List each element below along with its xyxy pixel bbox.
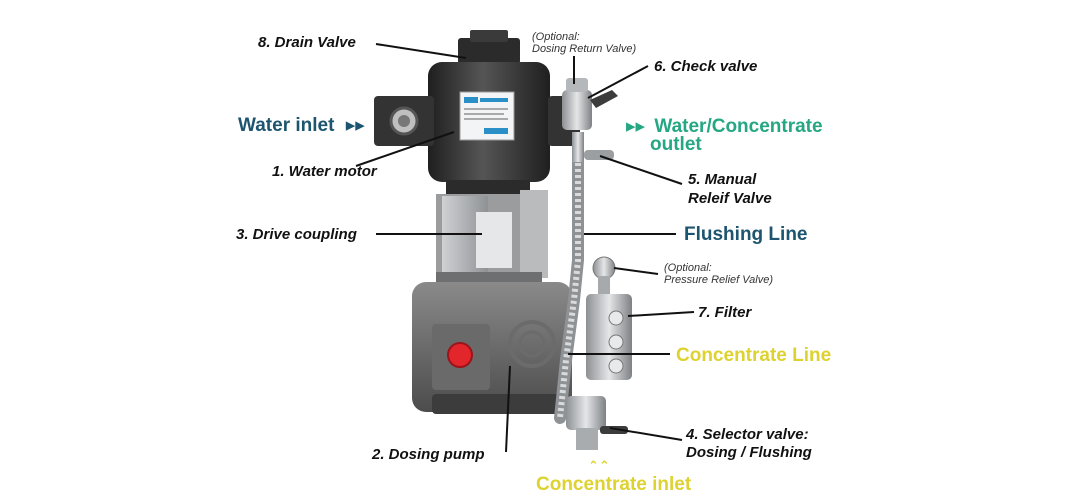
check-valve-label: 6. Check valve [654, 58, 757, 75]
double-arrow-right-icon: ▸▸ [626, 116, 645, 137]
drain-valve-label: 8. Drain Valve [258, 34, 356, 51]
manual-relief-label-1: 5. Manual [688, 171, 756, 188]
selector-valve-label-2: Dosing / Flushing [686, 444, 812, 461]
dosing-pump-label: 2. Dosing pump [372, 446, 485, 463]
pressure-relief-note-2: Pressure Relief Valve) [664, 274, 773, 286]
water-inlet-label: Water inlet ▸▸ [238, 114, 369, 137]
flushing-line-label: Flushing Line [684, 224, 808, 246]
pressure-relief-note-1: (Optional: [664, 262, 712, 274]
filter-block-icon [586, 294, 632, 380]
dosing-return-note-1: (Optional: [532, 31, 580, 43]
drive-coupling-label: 3. Drive coupling [236, 226, 357, 243]
pressure-relief-valve-icon [593, 257, 615, 294]
water-motor-label: 1. Water motor [272, 163, 377, 180]
check-valve-icon [562, 78, 618, 162]
outlet-label-2: outlet [650, 134, 702, 156]
selector-valve-icon [566, 396, 628, 450]
filter-label: 7. Filter [698, 304, 751, 321]
water-inlet-text: Water inlet [238, 115, 334, 136]
drive-coupling-bracket-icon [436, 190, 548, 284]
concentrate-line-label: Concentrate Line [676, 345, 831, 367]
selector-valve-label-1: 4. Selector valve: [686, 426, 809, 443]
concentrate-inlet-label: Concentrate inlet [536, 474, 691, 496]
double-arrow-up-icon: ⌃⌃ [588, 458, 610, 474]
dosing-return-note-2: Dosing Return Valve) [532, 43, 636, 55]
dosing-pump-body-icon [412, 282, 572, 414]
manual-relief-label-2: Releif Valve [688, 190, 772, 207]
double-arrow-right-icon: ▸▸ [346, 115, 365, 136]
flushing-hose-icon [560, 145, 578, 418]
